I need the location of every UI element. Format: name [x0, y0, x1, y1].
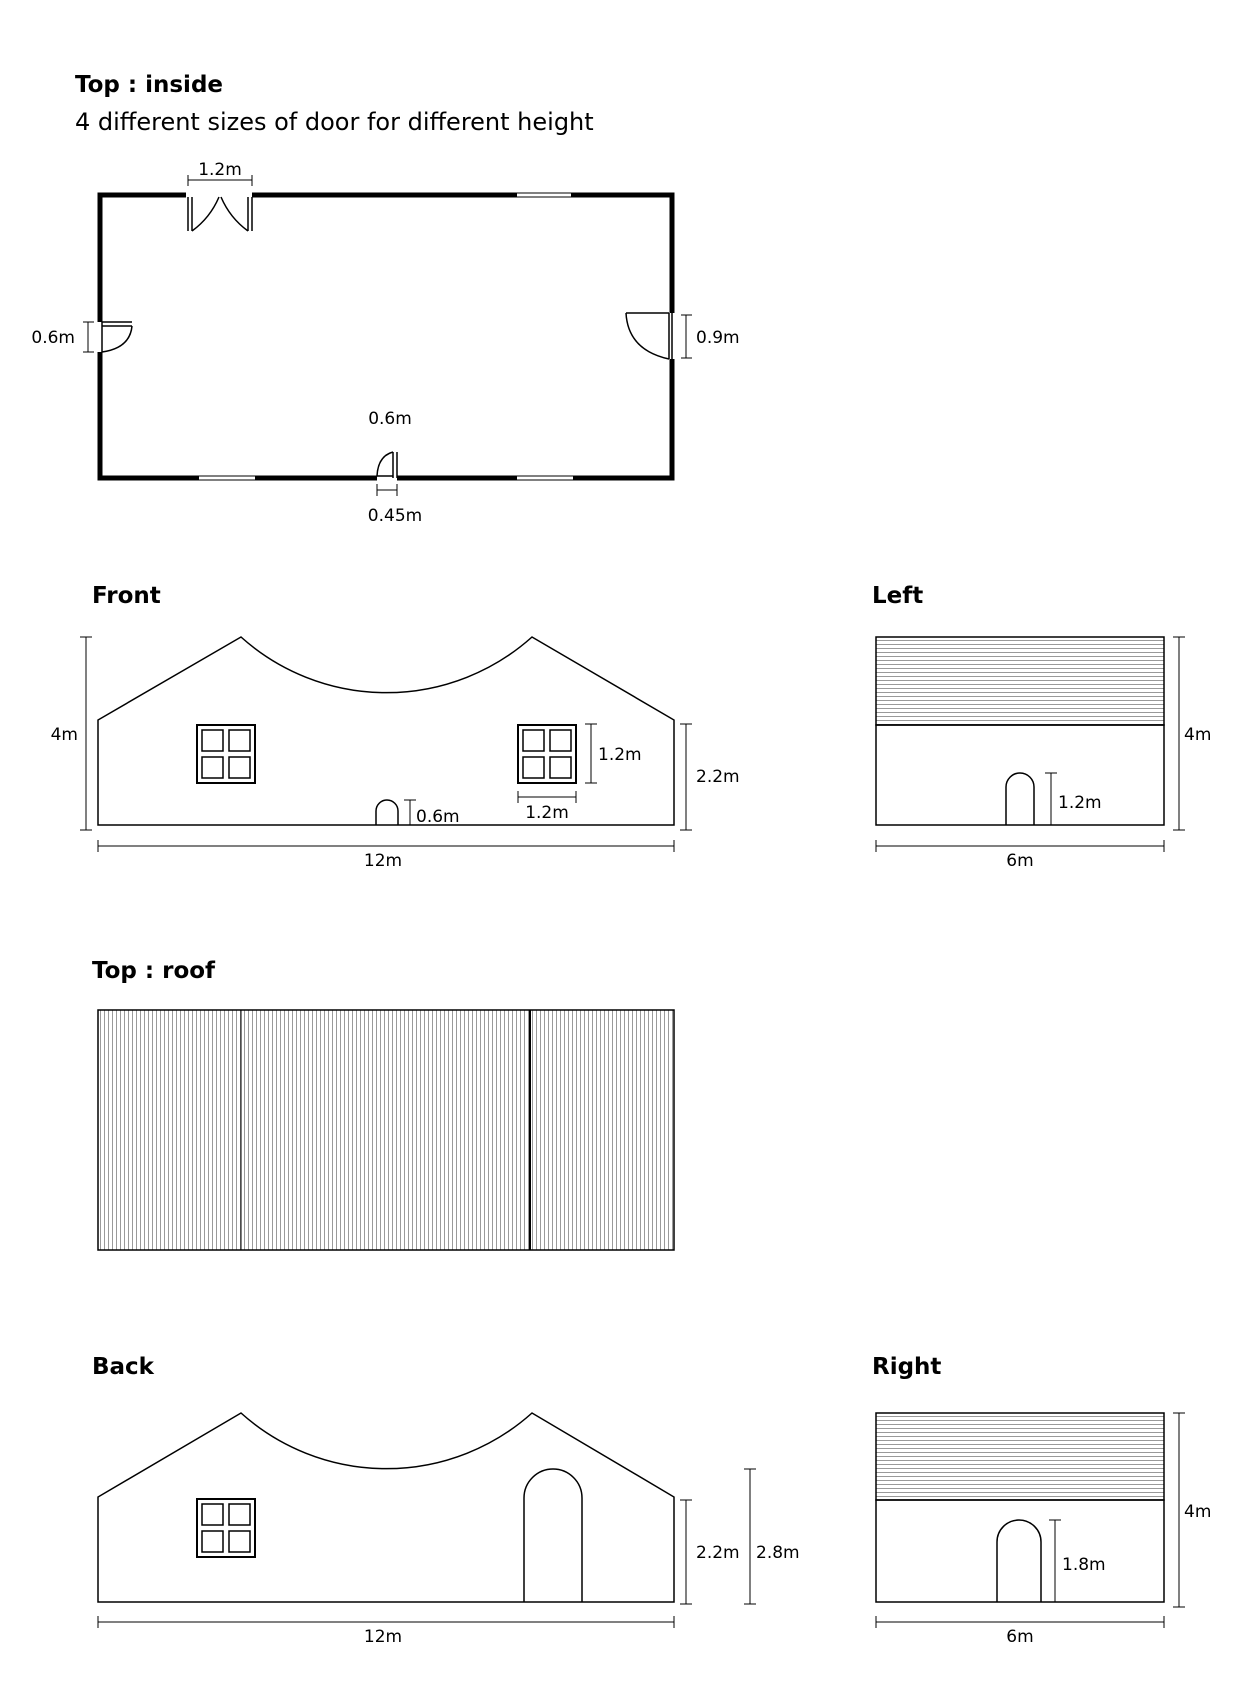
front-dim-window-h: 1.2m [598, 745, 642, 765]
plan-outline [97, 192, 675, 481]
right-title: Right [872, 1354, 942, 1380]
right-dimension-lines [875, 1412, 1185, 1628]
front-door [375, 799, 399, 825]
left-dim-height: 4m [1184, 725, 1211, 745]
back-dim-door-h: 2.8m [756, 1543, 800, 1563]
front-title: Front [92, 583, 161, 609]
left-elevation [875, 636, 1185, 852]
floor-plan [83, 175, 692, 496]
right-elevation [875, 1412, 1185, 1628]
plan-dim-bottom-door: 0.45m [368, 506, 422, 526]
front-window-right [517, 724, 577, 784]
front-dim-door: 0.6m [416, 807, 460, 827]
back-dim-width: 12m [364, 1627, 402, 1647]
back-elevation [97, 1412, 756, 1628]
back-outline [97, 1412, 675, 1603]
left-title: Left [872, 583, 924, 609]
plan-dimension-lines [83, 175, 692, 496]
plan-inside-subtitle: 4 different sizes of door for different … [75, 108, 594, 136]
plan-dim-inner-door: 0.6m [368, 409, 412, 429]
back-window [196, 1498, 256, 1558]
back-dim-wall-h: 2.2m [696, 1543, 740, 1563]
front-dim-wall-h: 2.2m [696, 767, 740, 787]
front-outline [97, 636, 675, 826]
right-door [996, 1519, 1042, 1602]
front-elevation [80, 636, 692, 852]
left-door [1005, 772, 1035, 825]
right-dim-door: 1.8m [1062, 1555, 1106, 1575]
plan-inside-title: Top : inside [75, 72, 224, 98]
front-dim-width: 12m [364, 851, 402, 871]
right-roof-hatch [875, 1412, 1165, 1501]
left-dim-door: 1.2m [1058, 793, 1102, 813]
front-dim-height: 4m [51, 725, 78, 745]
back-dimension-lines [97, 1468, 756, 1628]
front-window-left [196, 724, 256, 784]
right-dim-width: 6m [1006, 1627, 1033, 1647]
front-dimension-lines [80, 636, 692, 852]
left-roof-hatch [875, 636, 1165, 726]
plan-door-left [97, 321, 133, 353]
roof-plan [97, 1009, 675, 1251]
back-title: Back [92, 1354, 154, 1380]
plan-window-gaps [199, 192, 573, 481]
right-dim-height: 4m [1184, 1502, 1211, 1522]
back-door [523, 1468, 583, 1602]
left-wall [875, 724, 1165, 826]
right-wall [875, 1499, 1165, 1603]
plan-door-right [625, 312, 676, 360]
front-dim-window-w: 1.2m [525, 803, 569, 823]
left-dimension-lines [875, 636, 1185, 852]
plan-dim-right-door: 0.9m [696, 328, 740, 348]
plan-dim-top-door: 1.2m [198, 160, 242, 180]
plan-door-double [186, 192, 253, 232]
roof-hatch [97, 1009, 675, 1251]
roof-title: Top : roof [92, 958, 216, 984]
plan-door-bottom [376, 451, 398, 481]
plan-dim-left-door: 0.6m [31, 328, 75, 348]
left-dim-width: 6m [1006, 851, 1033, 871]
